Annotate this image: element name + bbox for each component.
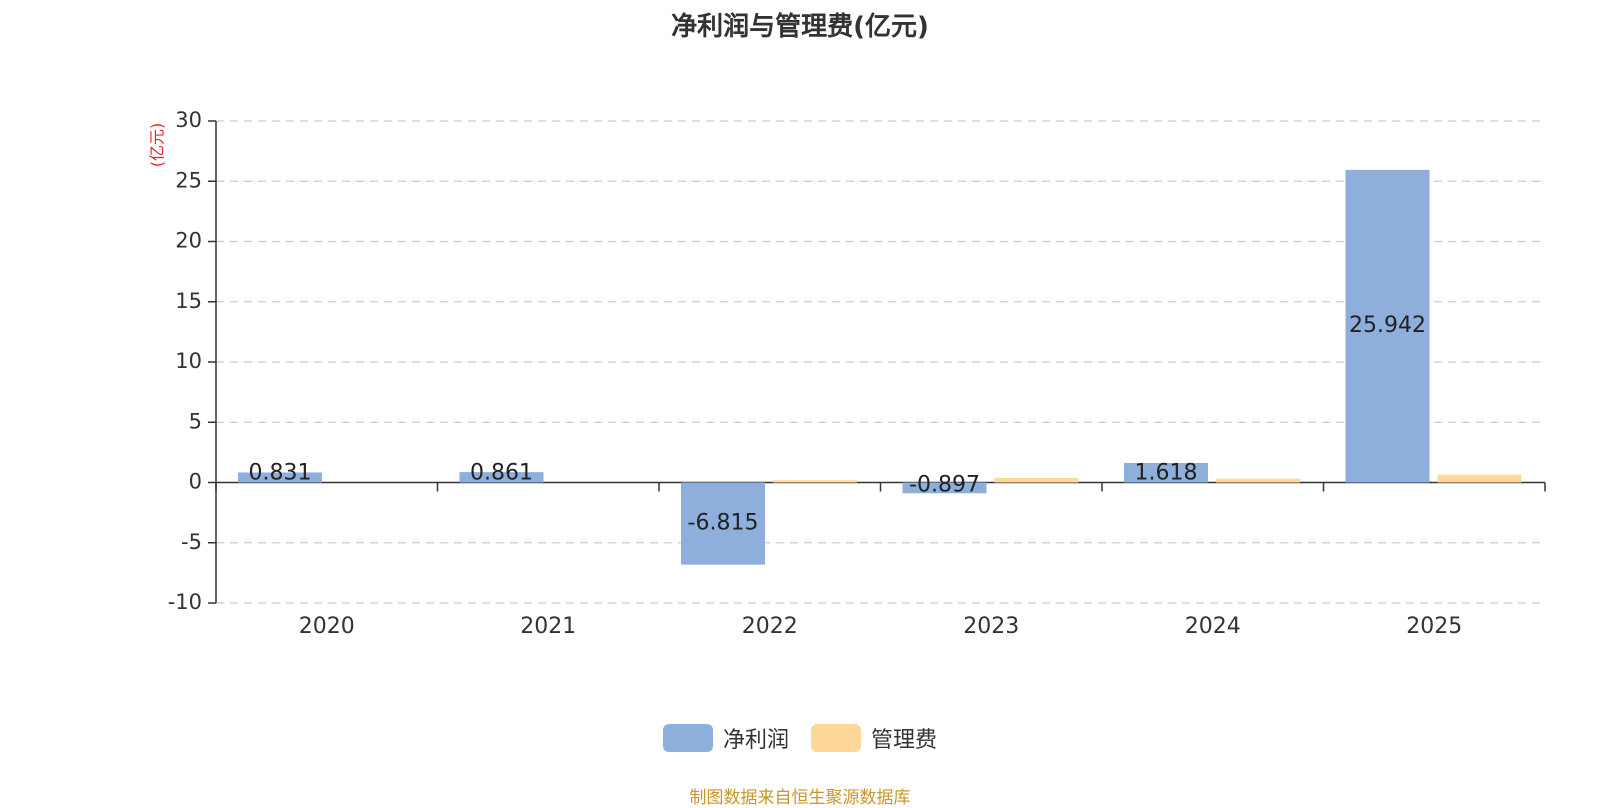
x-tick-label: 2020 xyxy=(299,614,355,639)
legend-item-net-profit[interactable]: 净利润 xyxy=(662,722,789,754)
y-tick-label: 30 xyxy=(175,108,202,132)
data-label-net-profit: -6.815 xyxy=(688,511,759,536)
x-tick-label: 2023 xyxy=(963,614,1019,639)
y-tick-label: 10 xyxy=(175,349,202,373)
bar-chart: 30 25 20 15 10 5 0 -5 -10 2020 2021 2022 2023 2024 202… xyxy=(148,108,1546,639)
bar-admin-fee xyxy=(773,480,857,483)
x-tick-label: 2025 xyxy=(1406,614,1462,639)
bars xyxy=(238,169,1522,565)
data-label-net-profit: -0.897 xyxy=(909,473,980,498)
y-tick-label: 5 xyxy=(189,409,202,433)
bar-net-profit xyxy=(238,472,322,483)
x-tick-label: 2021 xyxy=(520,614,576,639)
bar-net-profit xyxy=(1124,463,1208,483)
y-tick-label: 25 xyxy=(175,168,202,192)
data-label-net-profit: 0.861 xyxy=(470,461,533,486)
grid-lines xyxy=(216,120,1545,604)
bar-net-profit xyxy=(681,482,765,565)
bar-net-profit xyxy=(459,472,544,483)
y-tick-label: -5 xyxy=(181,530,202,554)
data-label-net-profit: 25.942 xyxy=(1349,313,1426,338)
bar-admin-fee xyxy=(1437,474,1522,483)
data-label-net-profit: 1.618 xyxy=(1135,461,1198,486)
legend-label-net-profit: 净利润 xyxy=(722,728,789,753)
legend-swatch-admin-fee xyxy=(811,724,861,752)
data-labels: 0.831 0.861 -6.815 -0.897 1.618 25.942 xyxy=(249,313,1426,535)
y-axis-unit-label: (亿元) xyxy=(148,123,167,168)
legend-swatch-net-profit xyxy=(662,724,713,752)
axes: 30 25 20 15 10 5 0 -5 -10 2020 2021 2022 2023 2024 202… xyxy=(168,108,1546,639)
data-label-net-profit: 0.831 xyxy=(249,461,312,486)
bar-net-profit xyxy=(1345,169,1430,483)
bar-admin-fee xyxy=(994,477,1079,483)
legend: 净利润 管理费 xyxy=(0,722,1600,754)
legend-item-admin-fee[interactable]: 管理费 xyxy=(811,722,937,754)
y-tick-label: -10 xyxy=(168,590,202,614)
x-tick-label: 2024 xyxy=(1185,614,1241,639)
y-tick-label: 20 xyxy=(175,229,202,253)
bar-net-profit xyxy=(902,482,987,494)
bar-admin-fee xyxy=(1216,478,1300,483)
legend-label-admin-fee: 管理费 xyxy=(871,728,938,753)
y-tick-label: 0 xyxy=(189,470,202,494)
chart-title: 净利润与管理费(亿元) xyxy=(671,12,929,42)
y-tick-label: 15 xyxy=(175,289,202,313)
source-note: 制图数据来自恒生聚源数据库 xyxy=(689,788,911,808)
x-tick-label: 2022 xyxy=(742,614,798,639)
